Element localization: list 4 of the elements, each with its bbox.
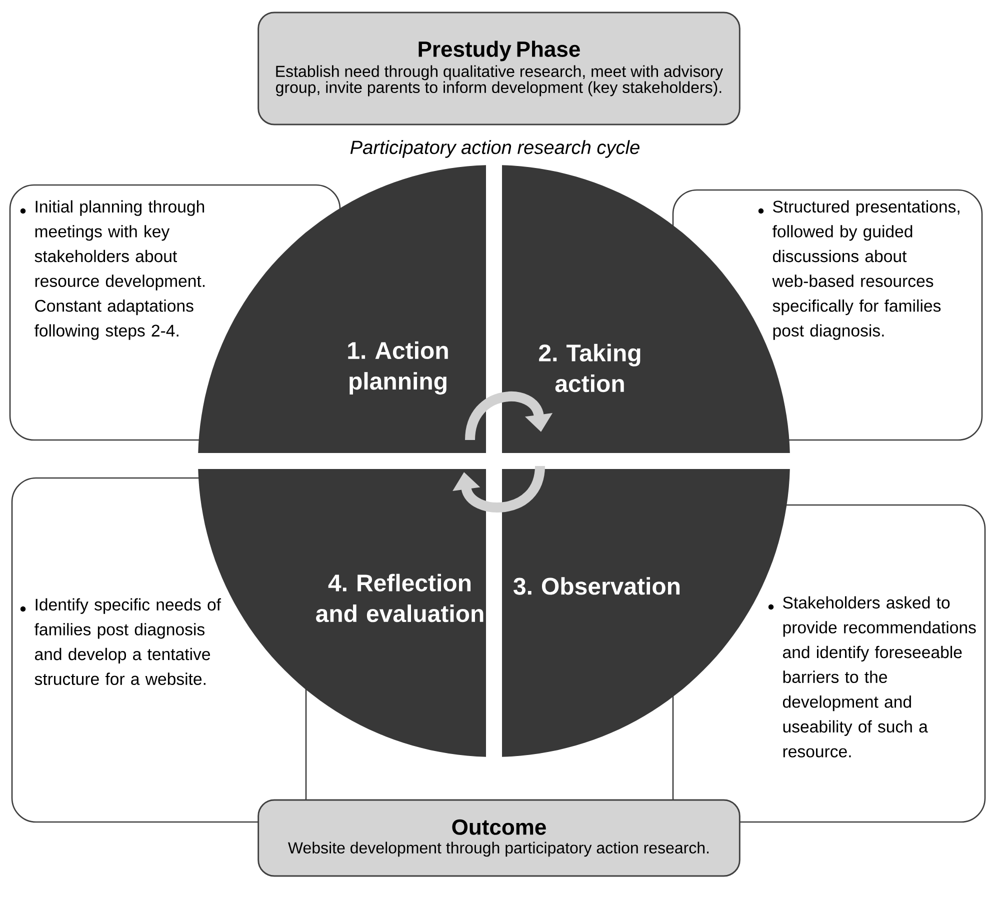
cycle-arrow bbox=[465, 391, 553, 441]
phase-box: Outcome Website development through participatory action research. bbox=[258, 799, 740, 877]
cycle-title: Participatory action research cycle bbox=[350, 140, 640, 158]
phase-box: Prestudy Phase Establish need through qualitative research, meet with advisory group, invite parents to inform development (key stakeholders). bbox=[258, 12, 740, 126]
